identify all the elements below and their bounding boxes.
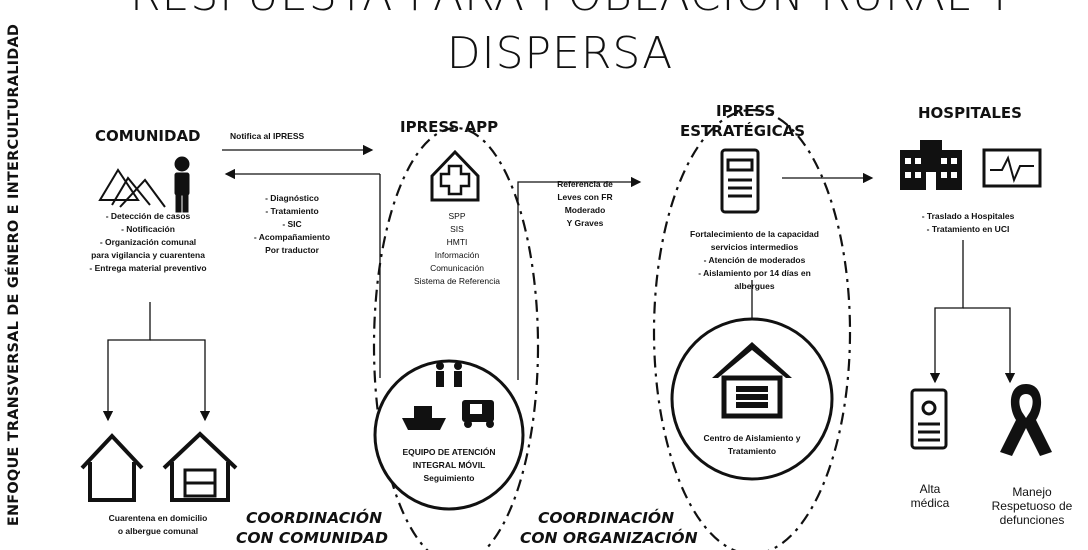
ipress-app-title: IPRESS APP bbox=[400, 118, 499, 136]
health-post-icon bbox=[430, 149, 480, 202]
quarantine-caption-line: o albergue comunal bbox=[117, 526, 199, 536]
ipress-estrategicas-items: Fortalecimiento de la capacidad servicio… bbox=[672, 228, 837, 293]
team-label-line: EQUIPO DE ATENCIÓN bbox=[402, 447, 496, 457]
estrategicas-item: albergues bbox=[734, 281, 775, 291]
back-arrow-items: - Diagnóstico - Tratamiento - SIC - Acom… bbox=[232, 192, 352, 257]
centro-label: Centro de Aislamiento y Tratamiento bbox=[682, 432, 822, 458]
medical-discharge-icon bbox=[910, 388, 948, 450]
monitor-icon bbox=[982, 148, 1042, 188]
building-icon bbox=[712, 342, 792, 419]
coordinacion-organizacion-line: CON ORGANIZACIÓN bbox=[520, 529, 698, 547]
hospitales-title: HOSPITALES bbox=[918, 104, 1022, 122]
coordinacion-organizacion-line: COORDINACIÓN bbox=[538, 509, 675, 527]
ipress-estrategicas-title-1: IPRESS bbox=[716, 102, 776, 120]
people-icon bbox=[436, 362, 462, 387]
connector-referencia bbox=[517, 176, 642, 380]
estrategicas-item: servicios intermedios bbox=[710, 242, 799, 252]
alta-line: Alta bbox=[919, 482, 941, 496]
alta-medica-caption: Alta médica bbox=[900, 482, 960, 510]
coordinacion-comunidad-line: COORDINACIÓN bbox=[246, 509, 383, 527]
hospitales-item: - Tratamiento en UCI bbox=[926, 224, 1010, 234]
back-item: - Tratamiento bbox=[265, 206, 319, 216]
back-item: - SIC bbox=[282, 219, 302, 229]
comunidad-item: para vigilancia y cuarentena bbox=[91, 250, 205, 260]
manejo-caption: Manejo Respetuoso de defunciones bbox=[982, 485, 1082, 527]
coordinacion-comunidad-line: CON COMUNIDAD bbox=[236, 529, 388, 547]
community-icon bbox=[98, 156, 190, 213]
centro-label-line: Tratamiento bbox=[727, 446, 777, 456]
ipress-estrategicas-ellipse bbox=[652, 108, 852, 550]
ipress-app-item: SPP bbox=[448, 211, 466, 221]
team-label: EQUIPO DE ATENCIÓN INTEGRAL MÓVIL Seguim… bbox=[389, 446, 509, 485]
quarantine-caption: Cuarentena en domicilio o albergue comun… bbox=[78, 512, 238, 538]
referencia-label: Referencia de Leves con FR Moderado Y Gr… bbox=[540, 178, 630, 230]
manejo-line: defunciones bbox=[999, 513, 1065, 527]
team-circle bbox=[373, 359, 525, 511]
back-item: - Diagnóstico bbox=[265, 193, 319, 203]
referencia-line: Moderado bbox=[564, 205, 606, 215]
comunidad-item: - Detección de casos bbox=[105, 211, 191, 221]
ipress-app-item: Sistema de Referencia bbox=[414, 276, 500, 286]
comunidad-item: - Organización comunal bbox=[99, 237, 197, 247]
estrategicas-item: - Atención de moderados bbox=[703, 255, 806, 265]
back-item: Por traductor bbox=[265, 245, 319, 255]
hospitales-item: - Traslado a Hospitales bbox=[921, 211, 1015, 221]
hospital-icon bbox=[900, 140, 962, 190]
centro-label-line: Centro de Aislamiento y bbox=[703, 433, 801, 443]
estrategicas-item: - Aislamiento por 14 días en bbox=[698, 268, 811, 278]
referencia-line: Y Graves bbox=[566, 218, 604, 228]
comunidad-items: - Detección de casos - Notificación - Or… bbox=[58, 210, 238, 275]
hospitales-items: - Traslado a Hospitales - Tratamiento en… bbox=[888, 210, 1048, 236]
estrategicas-item: Fortalecimiento de la capacidad bbox=[690, 229, 819, 239]
ipress-app-item: HMTI bbox=[446, 237, 468, 247]
referencia-line: Referencia de bbox=[557, 179, 613, 189]
coordinacion-organizacion: COORDINACIÓN CON ORGANIZACIÓN bbox=[520, 508, 698, 548]
ipress-app-ellipse bbox=[372, 126, 540, 550]
team-label-line: Seguimiento bbox=[423, 473, 475, 483]
notifica-label: Notifica al IPRESS bbox=[230, 131, 305, 141]
ambulance-icon bbox=[462, 400, 494, 428]
manejo-line: Respetuoso de bbox=[991, 499, 1073, 513]
comunidad-title: COMUNIDAD bbox=[95, 127, 201, 145]
referencia-line: Leves con FR bbox=[557, 192, 613, 202]
team-label-line: INTEGRAL MÓVIL bbox=[412, 460, 486, 470]
alta-line: médica bbox=[910, 496, 950, 510]
comunidad-item: - Entrega material preventivo bbox=[89, 263, 207, 273]
ipress-estrategicas-title-2: ESTRATÉGICAS bbox=[680, 122, 806, 140]
quarantine-caption-line: Cuarentena en domicilio bbox=[108, 513, 208, 523]
clipboard-icon bbox=[720, 148, 760, 214]
coordinacion-comunidad: COORDINACIÓN CON COMUNIDAD bbox=[236, 508, 388, 548]
title-line-1: RESPUESTA PARA POBLACIÓN RURAL Y bbox=[130, 0, 1013, 21]
comunidad-item: - Notificación bbox=[121, 224, 175, 234]
shelter-icon bbox=[162, 431, 238, 502]
ipress-app-items: SPP SIS HMTI Información Comunicación Si… bbox=[392, 210, 522, 288]
ribbon-icon bbox=[1000, 384, 1052, 456]
ipress-app-item: Información bbox=[434, 250, 480, 260]
hospitales-tree bbox=[929, 240, 964, 384]
boat-icon bbox=[402, 406, 446, 430]
comunidad-tree bbox=[102, 302, 151, 422]
back-item: - Acompañamiento bbox=[253, 232, 331, 242]
manejo-line: Manejo bbox=[1012, 485, 1052, 499]
title-line-2: DISPERSA bbox=[446, 28, 674, 79]
ipress-app-item: SIS bbox=[450, 224, 464, 234]
home-icon bbox=[80, 433, 144, 502]
ipress-app-item: Comunicación bbox=[430, 263, 484, 273]
